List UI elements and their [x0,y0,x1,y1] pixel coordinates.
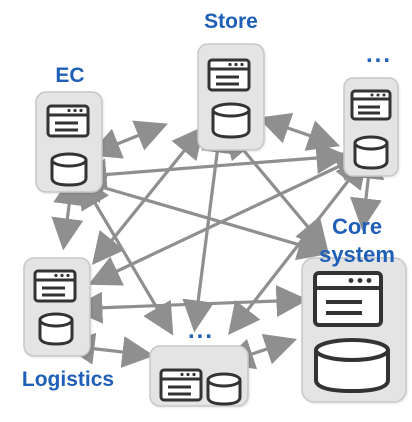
arrow-store-topright [257,112,341,151]
window-icon [313,271,383,327]
arrow-ec-store [88,120,168,159]
window-icon [207,58,251,92]
ec-label: EC [55,64,84,87]
bottom-middle-node: ... [149,317,249,407]
database-icon [50,152,88,187]
window-icon [46,104,90,138]
top-right-node: ... [343,41,399,177]
database-icon [353,135,389,170]
connection-arrows [51,112,385,370]
arrow-ec-topright [74,142,349,191]
window-icon [159,368,203,402]
top-right-ellipsis: ... [366,41,392,68]
window-icon [33,269,77,303]
arrow-ec-logistics [51,172,86,251]
logistics-node: Logistics [22,257,114,391]
database-icon [314,338,390,394]
database-icon [38,312,74,346]
database-icon [211,102,251,139]
ec-node: EC [35,64,103,193]
bottom-middle-ellipsis: ... [188,317,214,344]
arrow-store-bottom [182,120,234,333]
database-icon [206,372,242,406]
window-icon [350,89,392,121]
core-system-label-line2: system [319,242,395,267]
arrow-bottom-core [221,333,298,370]
core-system-node: Core system [301,214,407,403]
logistics-label: Logistics [22,368,114,391]
store-label: Store [204,10,258,33]
arrow-logistics-core [70,285,309,324]
arrow-logistics-bottom [62,332,155,368]
core-system-label-line1: Core [332,214,382,239]
store-node: Store [197,10,265,151]
